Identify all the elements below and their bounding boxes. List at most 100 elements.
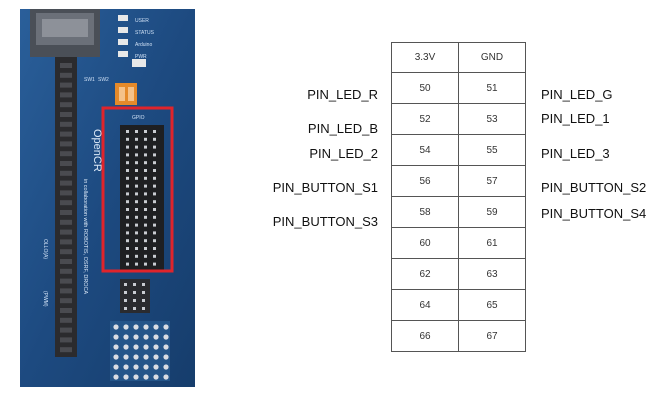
connector-slot (60, 219, 72, 225)
gpio-pin (126, 169, 129, 172)
label-pin-button-s2: PIN_BUTTON_S2 (541, 180, 647, 195)
pin-cell: 50 (391, 72, 459, 104)
connector-pin (142, 291, 145, 294)
label-pin-button-s1: PIN_BUTTON_S1 (272, 180, 378, 195)
gpio-pin (153, 184, 156, 188)
gpio-pin (126, 200, 129, 204)
connector-slot (60, 259, 72, 264)
connector-slot (60, 121, 72, 127)
gpio-pin (126, 247, 129, 250)
through-hole-pad (113, 324, 119, 330)
connector-slot (60, 239, 72, 245)
gpio-pin (144, 200, 147, 204)
through-hole-pad (163, 354, 169, 360)
gpio-pin (144, 192, 147, 196)
gpio-pin (153, 254, 156, 258)
gpio-pin (135, 215, 138, 219)
connector-slot (60, 63, 72, 68)
gpio-pin (126, 239, 129, 243)
gpio-pin (144, 231, 147, 235)
through-hole-pad (123, 354, 129, 360)
opencr-board-photo: USER STATUS Arduino PWR SW1 SW2 OpenCR i… (20, 9, 195, 387)
connector-slot (60, 229, 72, 235)
gpio-pin (144, 137, 147, 141)
connector-slot (60, 151, 72, 157)
pin-cell: 58 (391, 196, 459, 228)
gpio-pin (144, 184, 147, 188)
gpio-pin (135, 130, 138, 133)
dip-switch (115, 83, 137, 105)
table-header-row: 3.3V GND (391, 42, 526, 73)
gpio-pin (144, 247, 147, 250)
through-hole-pad (133, 324, 139, 330)
gpio-pin (144, 161, 147, 165)
gpio-pin (126, 254, 129, 258)
gpio-pin (135, 254, 138, 258)
through-hole-pad (133, 354, 139, 360)
gpio-pin (135, 137, 138, 141)
pin-cell: 53 (458, 103, 526, 135)
gpio-pin (153, 192, 156, 196)
connector-pin (133, 283, 136, 286)
gpio-pin (126, 231, 129, 235)
pin-cell: 67 (458, 320, 526, 352)
gpio-pin (144, 254, 147, 258)
through-hole-pad (163, 334, 169, 340)
through-hole-pad (153, 354, 159, 360)
gpio-pin (135, 239, 138, 243)
gpio-pin (135, 176, 138, 180)
gpio-pin (153, 176, 156, 180)
connector-slot (60, 268, 72, 274)
pin-cell: 57 (458, 165, 526, 197)
gpio-pin (126, 208, 129, 211)
gpio-pin (135, 192, 138, 196)
label-pin-led-r: PIN_LED_R (307, 87, 378, 102)
header-3v3: 3.3V (391, 42, 459, 73)
connector-slot (60, 327, 72, 333)
pin-cell: 64 (391, 289, 459, 321)
gpio-pin (153, 208, 156, 211)
gpio-pin (153, 231, 156, 235)
gpio-highlight-box (101, 106, 174, 273)
pin-cell: 61 (458, 227, 526, 259)
connector-pin (142, 299, 145, 302)
connector-slot (60, 288, 72, 294)
through-hole-pad (123, 344, 129, 350)
gpio-pin (153, 145, 156, 149)
gpio-pin (135, 169, 138, 172)
through-hole-pad (123, 374, 129, 380)
lower-connector (120, 279, 150, 313)
gpio-pin (153, 130, 156, 133)
power-jack (30, 9, 100, 57)
through-hole-pad (153, 344, 159, 350)
connector-pin (124, 283, 127, 286)
gpio-pin (144, 215, 147, 219)
pin-cell: 60 (391, 227, 459, 259)
pin-cell: 54 (391, 134, 459, 166)
gpio-pin (144, 153, 147, 157)
connector-pin (124, 299, 127, 302)
connector-slot (60, 170, 72, 176)
connector-slot (60, 141, 72, 147)
gpio-pin (135, 184, 138, 188)
status-label-pwr: PWR (135, 54, 147, 60)
gpio-pin (126, 262, 129, 266)
pin-cell: 51 (458, 72, 526, 104)
through-hole-pad (163, 324, 169, 330)
switch-label-sw2: SW2 (98, 77, 109, 83)
through-hole-pad (133, 344, 139, 350)
through-hole-pad (153, 334, 159, 340)
connector-slot (60, 317, 72, 323)
gpio-pin (153, 215, 156, 219)
status-leds (118, 15, 146, 67)
connector-slot (60, 161, 72, 166)
through-hole-pad (153, 364, 159, 370)
gpio-pin (153, 153, 156, 157)
gpio-pin (135, 247, 138, 250)
label-pin-button-s3: PIN_BUTTON_S3 (272, 214, 378, 229)
through-hole-pad (113, 364, 119, 370)
